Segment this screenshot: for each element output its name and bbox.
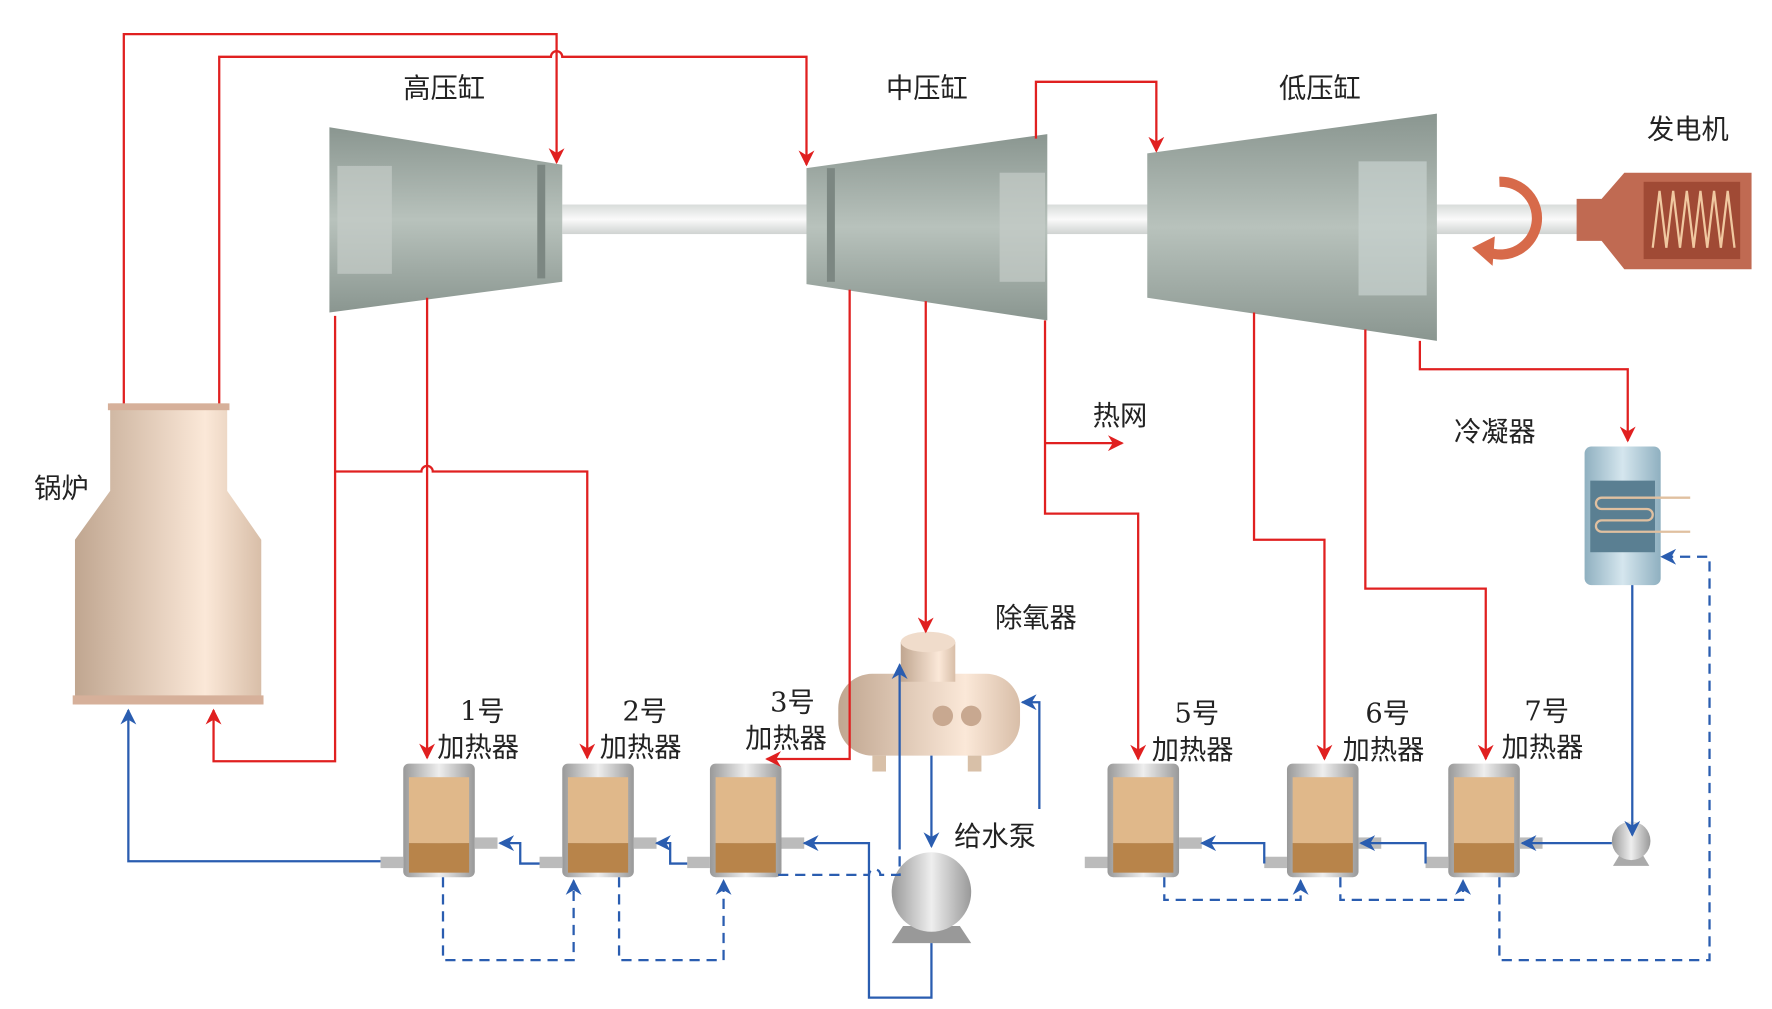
boiler	[72, 403, 264, 705]
label-hp: 高压缸	[403, 74, 485, 105]
heater-5-name: 加热器	[1152, 735, 1234, 766]
generator	[1472, 172, 1752, 270]
label-lp: 低压缸	[1279, 74, 1361, 105]
heater-7-name: 加热器	[1502, 733, 1584, 764]
heater-3-num: 3号	[770, 687, 815, 718]
condenser	[1584, 446, 1691, 586]
deaerator	[838, 631, 1021, 772]
label-condenser: 冷凝器	[1454, 417, 1536, 448]
rotation-arrow-icon	[1486, 176, 1543, 260]
heater-6-num: 6号	[1365, 699, 1410, 730]
heater-2-name: 加热器	[600, 733, 682, 764]
label-boiler: 锅炉	[34, 474, 89, 505]
label-feed-pump: 给水泵	[954, 821, 1036, 852]
condensate-pump	[1611, 821, 1651, 866]
heater-5-num: 5号	[1175, 699, 1220, 730]
label-deaerator: 除氧器	[995, 603, 1077, 634]
heater-6-name: 加热器	[1343, 735, 1425, 766]
heater-7-num: 7号	[1524, 696, 1569, 727]
labels: 高压缸 中压缸 低压缸 发电机 锅炉 热网 冷凝器 除氧器 给水泵 1号 加热器…	[34, 74, 1729, 853]
label-heat-net: 热网	[1093, 401, 1148, 432]
heater-2	[539, 763, 657, 878]
heater-1-num: 1号	[460, 696, 505, 727]
heater-5	[1084, 763, 1202, 878]
label-ip: 中压缸	[886, 74, 968, 105]
heater-6	[1264, 763, 1382, 878]
heater-3	[687, 763, 805, 878]
heater-7	[1425, 763, 1543, 878]
hp-turbine	[329, 127, 563, 313]
heaters	[380, 763, 1543, 878]
ip-turbine	[806, 134, 1048, 321]
lp-turbine	[1147, 113, 1437, 341]
water-lines	[120, 548, 1711, 999]
feed-pump	[891, 852, 972, 944]
steam-lines	[122, 32, 1636, 767]
heater-3-name: 加热器	[745, 724, 827, 755]
heater-2-num: 2号	[622, 696, 667, 727]
heater-1	[380, 763, 498, 878]
heater-1-name: 加热器	[437, 733, 519, 764]
label-generator: 发电机	[1647, 115, 1729, 146]
